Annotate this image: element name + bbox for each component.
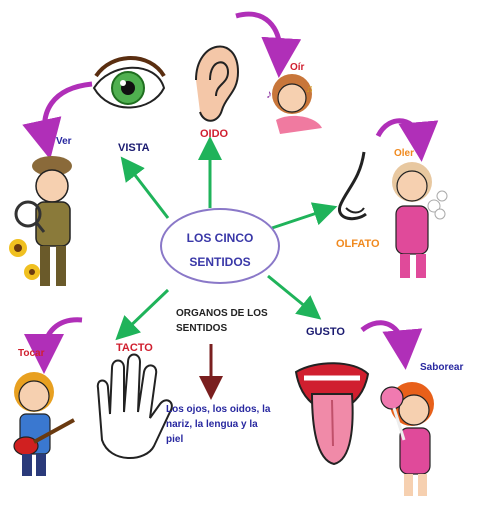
green-arrows <box>115 136 338 341</box>
lollipop-girl-icon <box>380 382 434 496</box>
label-saborear: Saborear <box>420 362 464 373</box>
label-vista: VISTA <box>118 142 150 154</box>
explorer-kid-icon <box>9 156 72 286</box>
arrow-to-olfato <box>271 202 338 230</box>
arrow-tocar <box>24 317 83 374</box>
label-oler: Oler <box>394 148 415 159</box>
arrow-ver <box>22 81 93 160</box>
arrow-to-tacto <box>115 288 170 341</box>
listening-girl-icon: ♪ ♫ <box>266 74 322 134</box>
guitar-boy-icon <box>13 372 75 476</box>
smelling-girl-icon <box>392 162 448 278</box>
center-title-line1: LOS CINCO <box>186 231 254 245</box>
ear-icon <box>195 45 240 122</box>
eye-icon <box>92 56 166 109</box>
arrow-saborear <box>360 320 423 370</box>
center-node <box>160 208 280 284</box>
nose-icon <box>338 151 367 221</box>
magenta-arrows <box>22 11 439 374</box>
label-tocar: Tocar <box>18 348 45 359</box>
organos-line1: ORGANOS DE LOS <box>176 308 268 319</box>
hand-icon <box>96 353 173 459</box>
arrow-oir <box>235 11 302 78</box>
label-gusto: GUSTO <box>306 326 345 338</box>
label-tacto: TACTO <box>116 342 153 354</box>
center-title: LOS CINCO SENTIDOS <box>160 226 280 274</box>
label-ver: Ver <box>56 136 72 147</box>
arrow-oler <box>375 118 439 162</box>
label-oir: Oír <box>290 62 305 73</box>
label-oido: OIDO <box>200 128 229 140</box>
svg-text:♪: ♪ <box>266 87 272 101</box>
svg-text:♫: ♫ <box>306 84 314 95</box>
mouth-icon <box>294 362 370 466</box>
label-olfato: OLFATO <box>336 238 380 250</box>
organos-label: ORGANOS DE LOS SENTIDOS <box>176 306 286 336</box>
arrow-to-gusto <box>267 274 322 320</box>
arrow-to-vista <box>120 156 170 219</box>
center-title-line2: SENTIDOS <box>189 255 251 269</box>
description-text: Los ojos, los oidos, la nariz, la lengua… <box>166 404 271 445</box>
organos-line2: SENTIDOS <box>176 323 228 334</box>
